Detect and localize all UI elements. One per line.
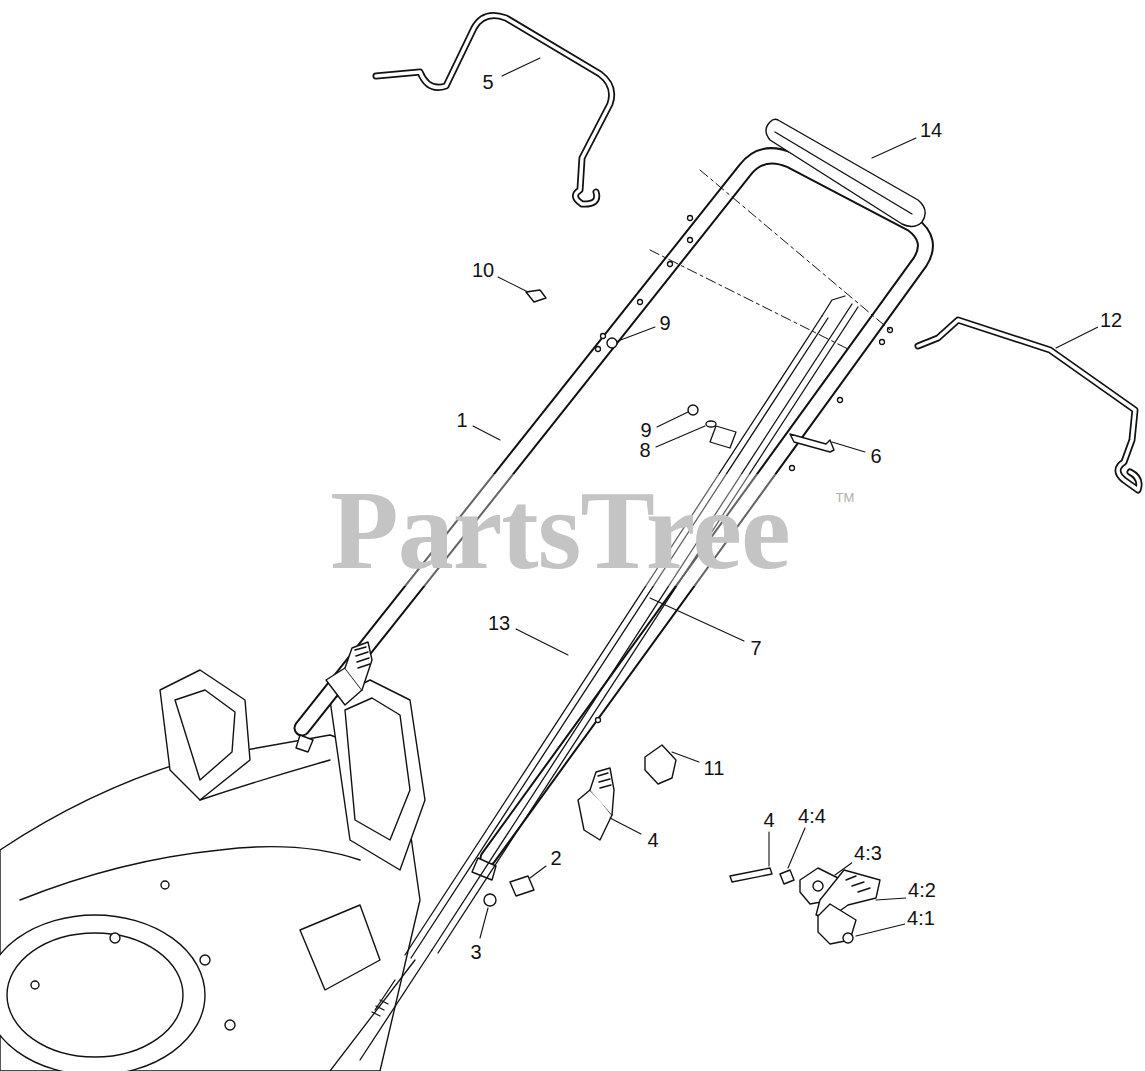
handle-knob bbox=[326, 642, 372, 705]
callout-number: 10 bbox=[470, 259, 496, 281]
callout-number: 2 bbox=[548, 847, 563, 869]
callout-number: 11 bbox=[702, 757, 727, 779]
callout-number: 8 bbox=[637, 439, 652, 461]
callout-number: 4 bbox=[645, 829, 660, 851]
watermark: PartsTree bbox=[330, 474, 790, 586]
callout-number: 4 bbox=[761, 809, 776, 831]
handle-tube bbox=[296, 156, 925, 880]
grip bbox=[766, 119, 925, 226]
bail-bar bbox=[376, 16, 612, 205]
callout-number: 4:2 bbox=[906, 879, 938, 901]
knob-assembly bbox=[730, 868, 880, 944]
callout-number: 13 bbox=[486, 612, 512, 634]
callout-number: 7 bbox=[748, 637, 763, 659]
callout-number: 5 bbox=[480, 71, 495, 93]
callout-number: 9 bbox=[657, 312, 672, 334]
callout-number: 4:1 bbox=[905, 907, 937, 929]
callout-number: 1 bbox=[454, 409, 469, 431]
control-bar bbox=[918, 320, 1139, 490]
callout-number: 9 bbox=[638, 419, 653, 441]
trademark-mark: TM bbox=[834, 490, 857, 505]
callout-number: 14 bbox=[918, 119, 944, 141]
mower-deck bbox=[0, 670, 425, 1071]
callout-number: 6 bbox=[868, 445, 883, 467]
control-cable bbox=[330, 296, 858, 1071]
hardware bbox=[484, 290, 834, 906]
callout-number: 4:3 bbox=[852, 842, 884, 864]
callout-number: 3 bbox=[468, 941, 483, 963]
callout-number: 12 bbox=[1098, 309, 1124, 331]
callout-number: 4:4 bbox=[796, 805, 828, 827]
